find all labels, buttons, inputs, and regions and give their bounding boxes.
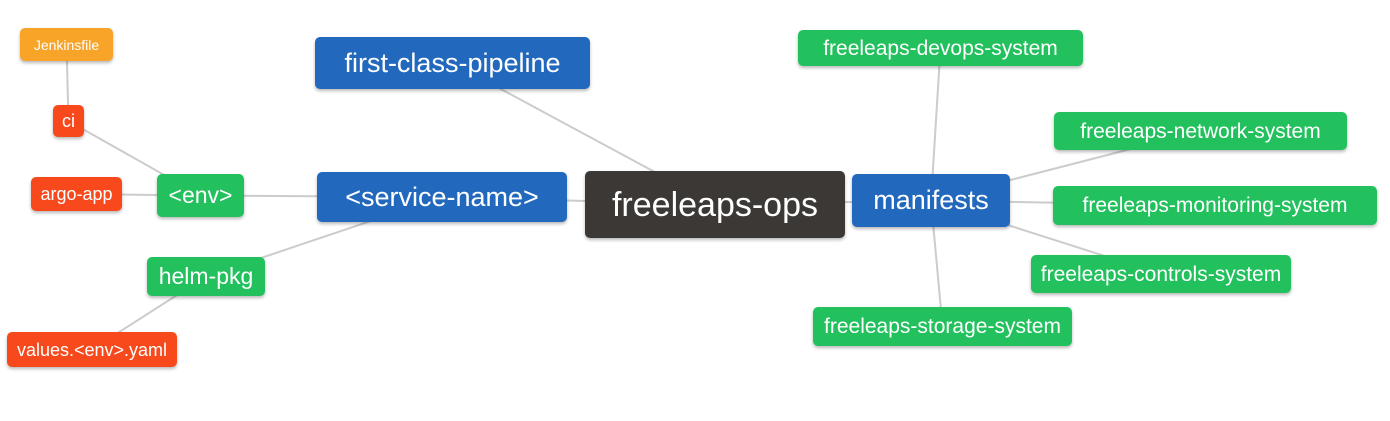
node-label: freeleaps-storage-system [824, 315, 1061, 338]
node-label: ci [62, 111, 75, 131]
node-label: first-class-pipeline [344, 47, 561, 78]
node-label: freeleaps-network-system [1080, 119, 1321, 143]
mindmap-node-freeleaps-storage-system[interactable]: freeleaps-storage-system [813, 307, 1072, 346]
node-label: values.<env>.yaml [16, 339, 168, 360]
node-label: manifests [873, 185, 989, 215]
mindmap-node-ci[interactable]: ci [53, 105, 84, 137]
node-label: freeleaps-controls-system [1040, 262, 1282, 286]
mindmap-node-manifests[interactable]: manifests [852, 174, 1010, 227]
mindmap-node-freeleaps-controls-system[interactable]: freeleaps-controls-system [1031, 255, 1291, 293]
mindmap-node-freeleaps-devops-system[interactable]: freeleaps-devops-system [798, 30, 1083, 66]
mindmap-node-freeleaps-ops[interactable]: freeleaps-ops [585, 171, 845, 238]
mindmap-node-values-env-yaml[interactable]: values.<env>.yaml [7, 332, 177, 367]
node-label: freeleaps-monitoring-system [1082, 194, 1348, 217]
mindmap-node-service-name[interactable]: <service-name> [317, 172, 567, 222]
mindmap-node-first-class-pipeline[interactable]: first-class-pipeline [315, 37, 590, 89]
node-label: Jenkinsfile [33, 36, 100, 53]
node-label: <env> [168, 182, 233, 208]
node-label: <service-name> [345, 181, 539, 212]
mindmap-node-helm-pkg[interactable]: helm-pkg [147, 257, 265, 296]
node-label: freeleaps-devops-system [823, 36, 1058, 60]
mindmap-node-env[interactable]: <env> [157, 174, 244, 217]
mindmap-node-jenkinsfile[interactable]: Jenkinsfile [20, 28, 113, 61]
mindmap-node-argo-app[interactable]: argo-app [31, 177, 122, 211]
mindmap-node-freeleaps-network-system[interactable]: freeleaps-network-system [1054, 112, 1347, 150]
mindmap-node-freeleaps-monitoring-system[interactable]: freeleaps-monitoring-system [1053, 186, 1377, 225]
node-label: helm-pkg [158, 263, 254, 289]
node-label: argo-app [40, 184, 113, 204]
node-label: freeleaps-ops [611, 185, 818, 224]
